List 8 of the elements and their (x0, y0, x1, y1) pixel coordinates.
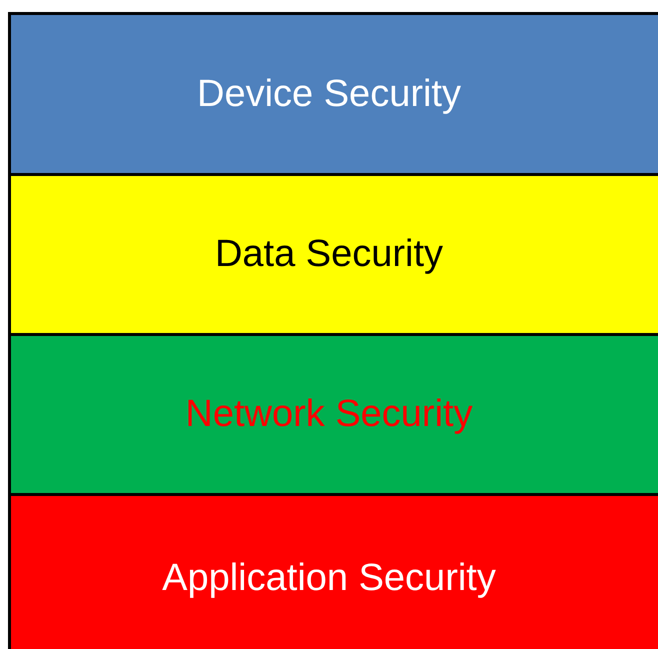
layer-label: Application Security (162, 556, 496, 600)
layer-band (8, 333, 658, 496)
layer-label: Device Security (197, 72, 461, 116)
layer-band (8, 493, 658, 649)
layer-label: Network Security (185, 393, 473, 436)
layer-band (8, 12, 658, 176)
layer-band (8, 173, 658, 336)
layer-label: Data Security (214, 233, 444, 276)
